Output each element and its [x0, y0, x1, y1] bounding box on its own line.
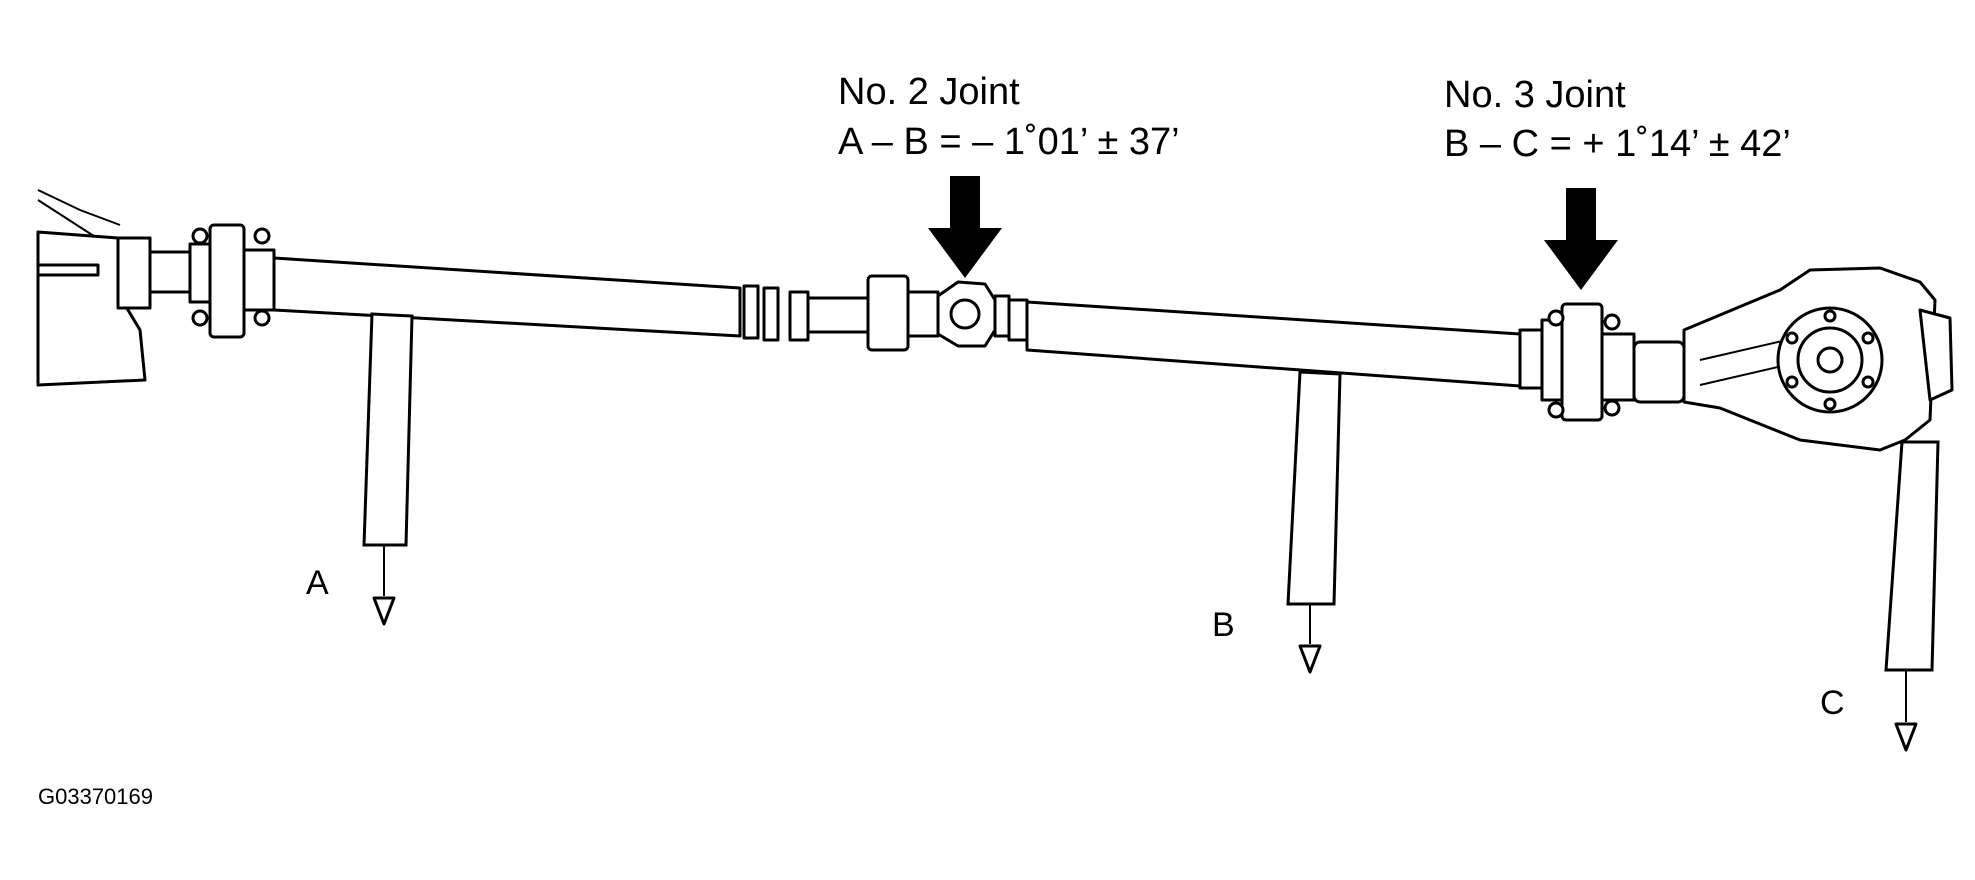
gauge-bar-b	[1286, 370, 1342, 606]
plumb-bob-icon	[1298, 604, 1322, 674]
no3-flange-joint	[1540, 302, 1686, 422]
joint-3-formula: B – C = + 1˚14’ ± 42’	[1444, 123, 1791, 165]
down-arrow-icon	[928, 176, 1002, 278]
label-a: A	[306, 564, 329, 602]
label-c: C	[1820, 684, 1845, 722]
plumb-bob-icon	[1894, 670, 1918, 752]
differential-housing	[1682, 266, 1954, 452]
joint-2-formula: A – B = – 1˚01’ ± 37’	[838, 121, 1180, 163]
figure-code: G03370169	[38, 784, 153, 809]
joint-3-title: No. 3 Joint	[1444, 74, 1626, 116]
gauge-bar-c	[1884, 440, 1940, 672]
plumb-bob-icon	[372, 545, 396, 626]
label-b: B	[1212, 606, 1235, 644]
joint-2-title: No. 2 Joint	[838, 71, 1020, 113]
front-flange	[148, 223, 276, 339]
front-shaft	[272, 256, 870, 342]
no2-universal-joint	[866, 274, 1029, 352]
rear-shaft	[1025, 300, 1544, 390]
down-arrow-icon	[1544, 188, 1618, 290]
gauge-bar-a	[362, 312, 414, 547]
transmission-housing	[36, 189, 152, 387]
